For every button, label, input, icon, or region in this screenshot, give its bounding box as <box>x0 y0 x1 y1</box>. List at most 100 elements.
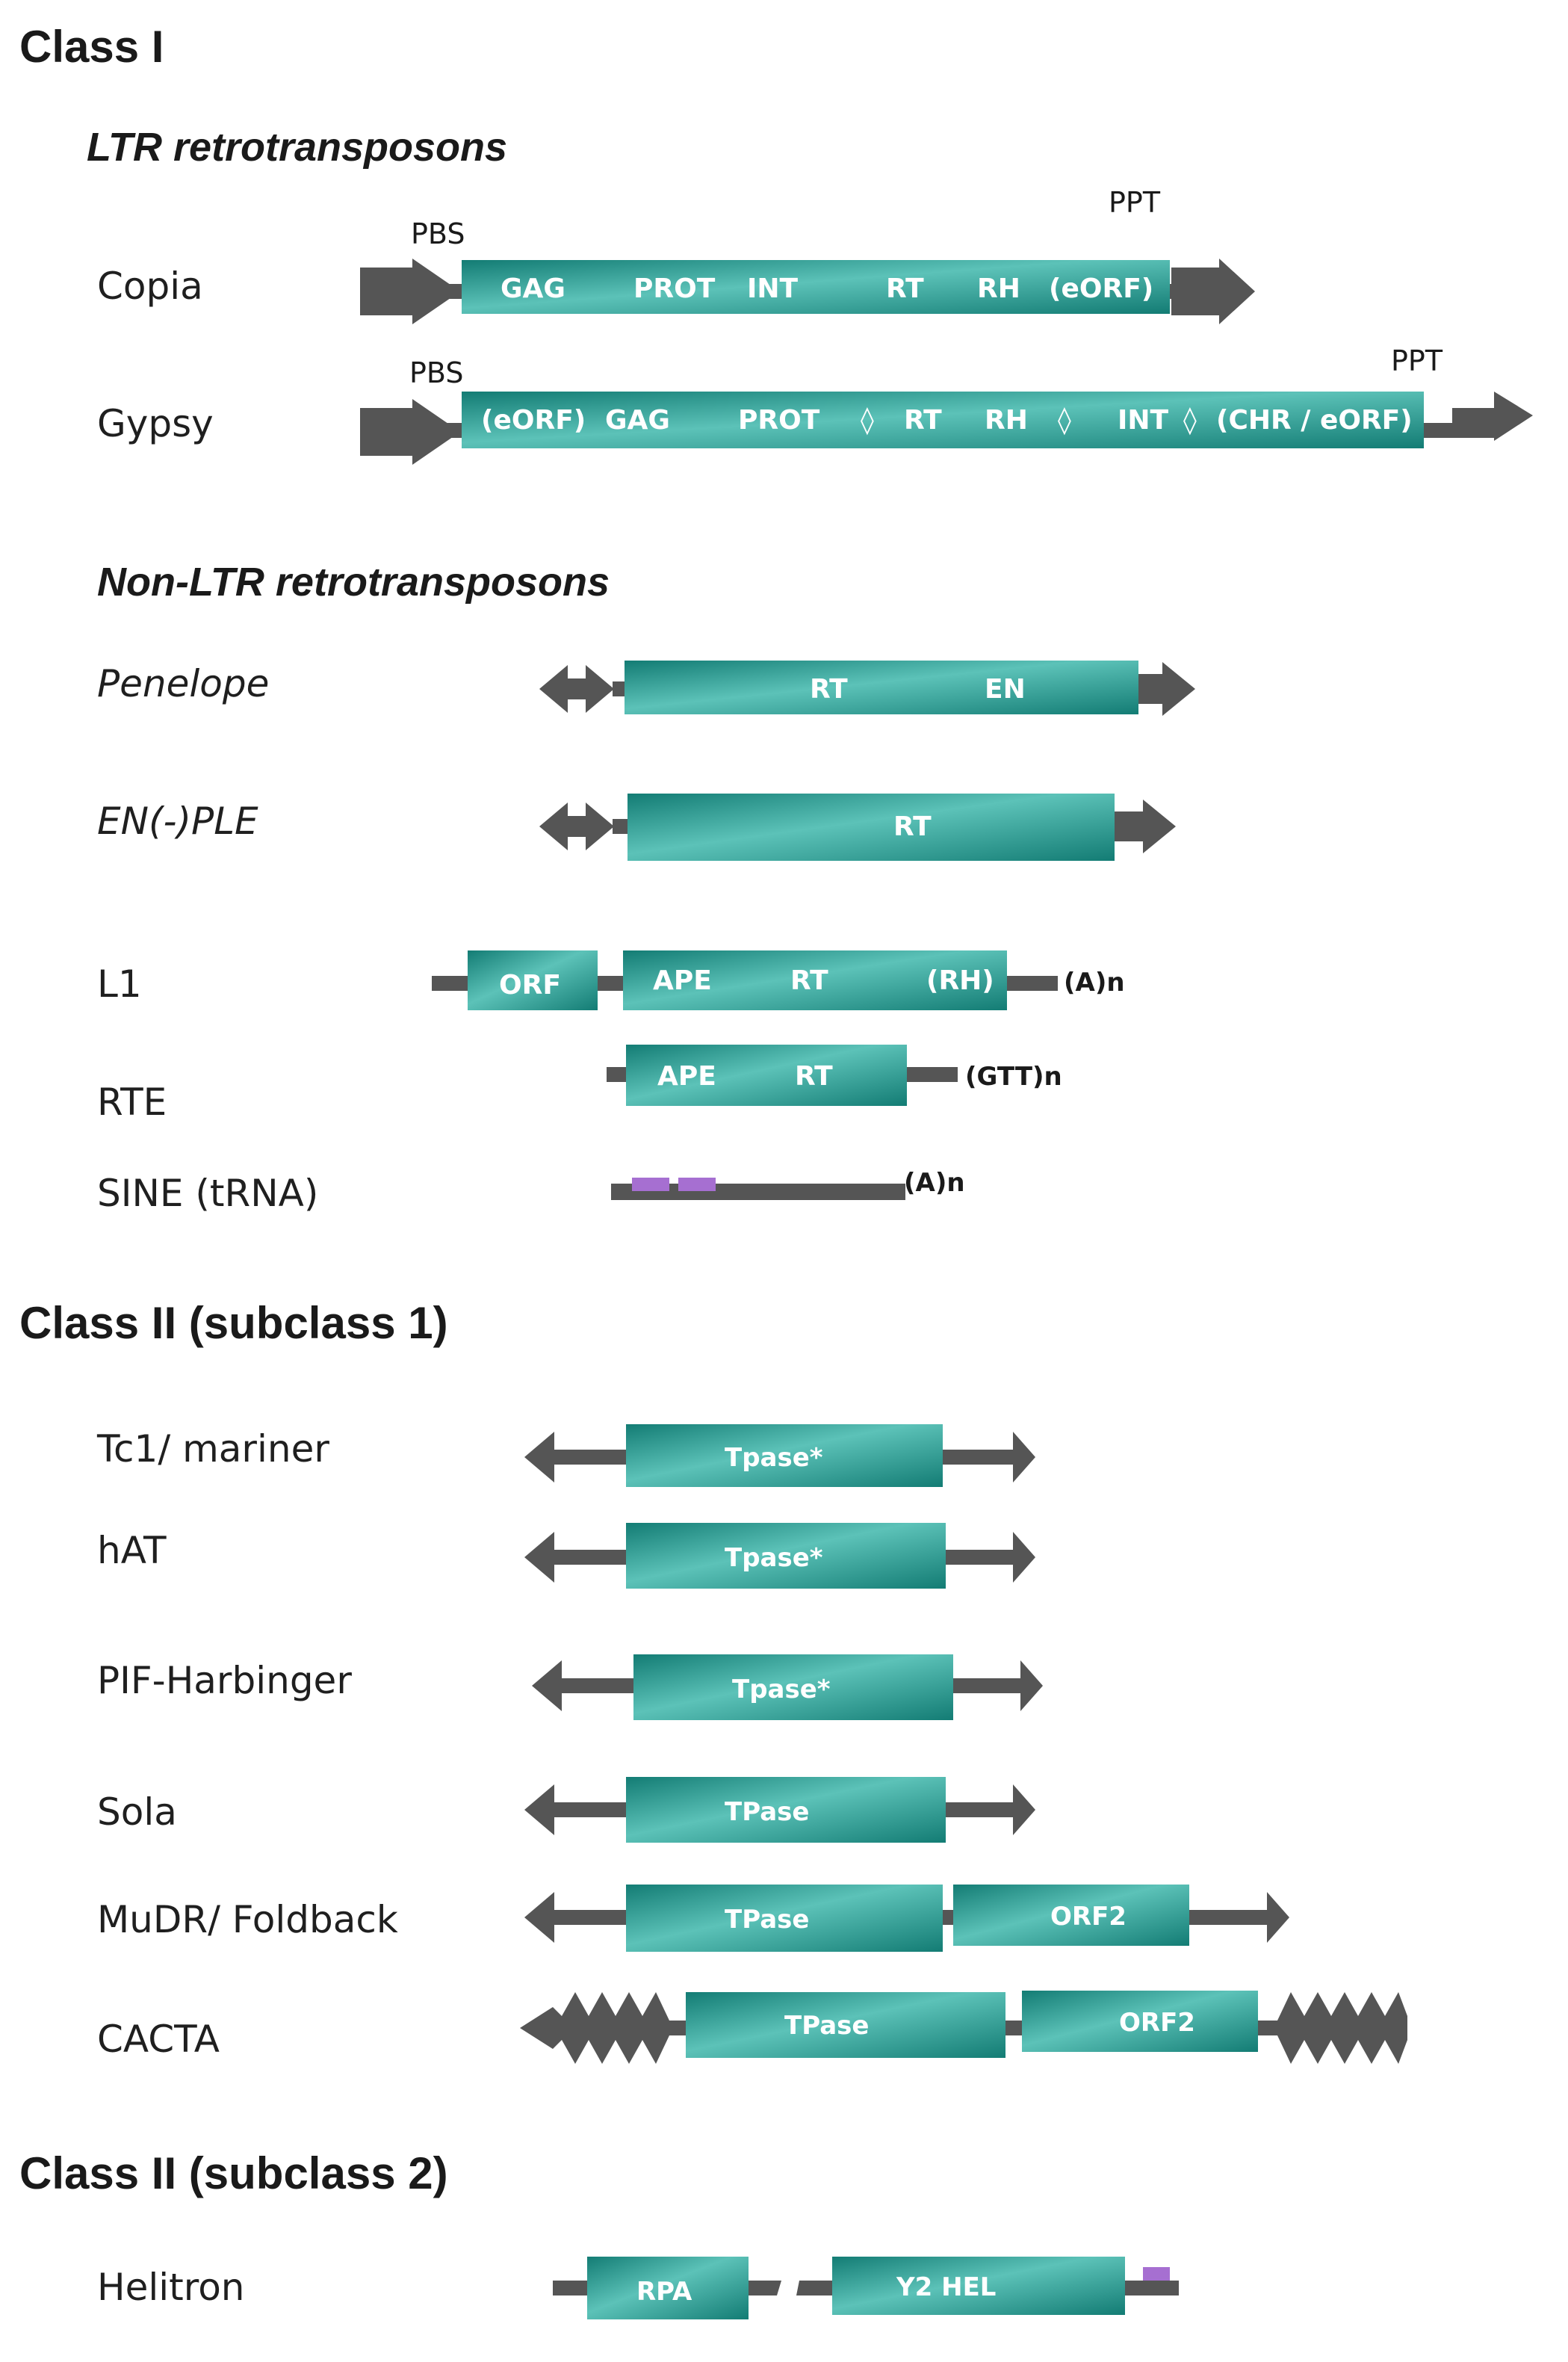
copia-pbs-label: PBS <box>411 217 465 250</box>
copia-domain-rt: RT <box>886 273 924 304</box>
tc1-right-tir-arrow <box>941 1432 1035 1483</box>
ltr-retrotransposons-heading: LTR retrotransposons <box>87 125 508 170</box>
l1-polya-tail: (A)n <box>1064 968 1125 998</box>
gypsy-pbs-label: PBS <box>409 356 463 389</box>
l1-main-box <box>623 950 1007 1010</box>
l1-domain-rh: (RH) <box>926 965 994 996</box>
gypsy-diamond-3: ◊ <box>1183 405 1197 436</box>
gypsy-diamond-1: ◊ <box>861 405 874 436</box>
rte-gtt-tail: (GTT)n <box>965 1062 1062 1092</box>
copia-coding-box <box>462 260 1170 314</box>
sine-trna-box-2 <box>678 1178 716 1191</box>
sola-coding-box <box>626 1777 946 1843</box>
en-ple-domain-rt: RT <box>893 811 932 842</box>
gypsy-diamond-2: ◊ <box>1058 405 1071 436</box>
sine-label: SINE (tRNA) <box>97 1172 319 1215</box>
gypsy-domain-rh: RH <box>985 405 1028 436</box>
pif-coding-box <box>633 1654 953 1720</box>
gypsy-left-ltr-arrow <box>360 399 460 465</box>
cacta-orf2-box <box>1022 1991 1258 2052</box>
tc1-domain-tpase: Tpase* <box>725 1443 823 1473</box>
sola-domain-tpase: TPase <box>725 1797 809 1827</box>
gypsy-right-ltr-arrow <box>1452 392 1533 441</box>
pif-left-tir-arrow <box>532 1660 635 1711</box>
gypsy-domain-chr-eorf: (CHR / eORF) <box>1216 405 1413 436</box>
pif-harbinger-structure: Tpase* <box>532 1654 1043 1720</box>
en-ple-label: EN(-)PLE <box>97 800 258 843</box>
gypsy-domain-prot: PROT <box>738 405 820 436</box>
l1-orf-label: ORF <box>499 970 561 1001</box>
cacta-tpase-box <box>686 1992 1005 2058</box>
l1-structure: ORF APE RT (RH) (A)n <box>432 950 1125 1010</box>
hat-domain-tpase: Tpase* <box>725 1543 823 1573</box>
mudr-right-tir-arrow <box>1186 1892 1289 1943</box>
hat-right-tir-arrow <box>943 1532 1035 1583</box>
copia-structure: PBS PPT GAG PROT INT RT RH (eORF) <box>360 186 1255 324</box>
pif-harbinger-label: PIF-Harbinger <box>97 1659 352 1702</box>
cacta-right-subterminal-repeats <box>1256 1992 1407 2064</box>
mudr-tpase-box <box>626 1885 943 1952</box>
mudr-backbone-line <box>941 1910 956 1925</box>
mudr-orf2-box <box>953 1885 1189 1946</box>
gypsy-domain-rt: RT <box>904 405 942 436</box>
helitron-domain-y2-hel: Y2 HEL <box>896 2272 996 2302</box>
rte-coding-box <box>626 1045 907 1106</box>
helitron-structure: RPA Y2 HEL <box>553 2257 1179 2319</box>
rte-label: RTE <box>97 1080 167 1124</box>
l1-label: L1 <box>97 962 142 1006</box>
mudr-left-tir-arrow <box>524 1892 627 1943</box>
gypsy-coding-box <box>462 392 1424 448</box>
copia-domain-eorf: (eORF) <box>1049 273 1153 304</box>
hat-coding-box <box>626 1523 946 1589</box>
cacta-label: CACTA <box>97 2018 220 2061</box>
copia-domain-prot: PROT <box>633 273 716 304</box>
tc1-coding-box <box>626 1424 943 1487</box>
copia-right-ltr-arrow <box>1171 259 1255 324</box>
mudr-foldback-label: MuDR/ Foldback <box>97 1898 398 1941</box>
penelope-structure: RT EN <box>539 661 1195 716</box>
penelope-left-double-arrow <box>539 665 614 713</box>
helitron-right-segment <box>1121 2281 1179 2295</box>
en-ple-right-arrow <box>1115 800 1176 853</box>
copia-ppt-label: PPT <box>1109 186 1161 219</box>
class-i-heading: Class I <box>19 22 164 72</box>
pif-right-tir-arrow <box>950 1660 1043 1711</box>
penelope-domain-rt: RT <box>810 674 848 705</box>
helitron-mid-segment <box>796 2281 837 2295</box>
sola-label: Sola <box>97 1790 177 1834</box>
hat-label: hAT <box>97 1529 167 1572</box>
penelope-label: Penelope <box>97 662 270 705</box>
non-ltr-retrotransposons-heading: Non-LTR retrotransposons <box>97 560 610 605</box>
cacta-left-subterminal-repeats <box>520 1992 687 2064</box>
sine-structure: (A)n <box>611 1168 965 1200</box>
cacta-domain-orf2: ORF2 <box>1119 2008 1195 2038</box>
helitron-label: Helitron <box>97 2266 245 2309</box>
gypsy-domain-gag: GAG <box>605 405 670 436</box>
tc1-mariner-label: Tc1/ mariner <box>97 1427 329 1471</box>
helitron-hairpin-mark <box>1143 2267 1170 2281</box>
sola-left-tir-arrow <box>524 1784 627 1835</box>
sine-polya-tail: (A)n <box>904 1168 965 1198</box>
penelope-coding-box <box>625 661 1138 714</box>
tc1-mariner-structure: Tpase* <box>524 1424 1035 1487</box>
rte-domain-rt: RT <box>795 1061 833 1092</box>
mudr-foldback-structure: TPase ORF2 <box>524 1885 1289 1952</box>
sine-trna-box-1 <box>632 1178 669 1191</box>
copia-label: Copia <box>97 265 203 308</box>
helitron-rpa-box <box>587 2257 749 2319</box>
cacta-structure: TPase ORF2 <box>520 1991 1407 2064</box>
l1-domain-ape: APE <box>653 965 712 996</box>
copia-domain-rh: RH <box>977 273 1020 304</box>
gypsy-label: Gypsy <box>97 402 214 445</box>
mudr-domain-tpase: TPase <box>725 1905 809 1935</box>
helitron-domain-rpa: RPA <box>636 2277 692 2307</box>
en-ple-structure: RT <box>539 794 1176 861</box>
class-ii-subclass-2-heading: Class II (subclass 2) <box>19 2148 448 2198</box>
gypsy-structure: PBS PPT (eORF) GAG PROT ◊ RT RH ◊ INT ◊ … <box>360 344 1533 465</box>
penelope-right-arrow <box>1135 662 1195 716</box>
sola-structure: TPase <box>524 1777 1035 1843</box>
cacta-domain-tpase: TPase <box>784 2011 869 2041</box>
gypsy-domain-int: INT <box>1118 405 1169 436</box>
